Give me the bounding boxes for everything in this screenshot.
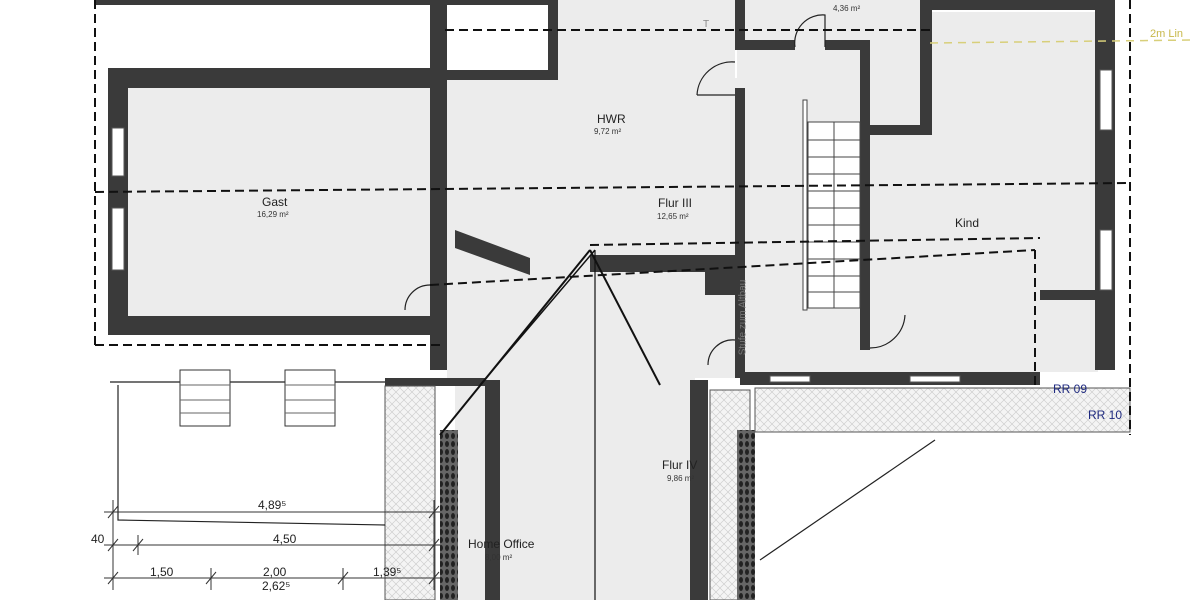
dimension-lines: [104, 500, 440, 590]
dimension-262: 2,62⁵: [262, 579, 291, 593]
doors[interactable]: [404, 14, 906, 366]
room-name-flur-3: Flur III: [658, 196, 693, 210]
roof-lines: [94, 0, 1196, 600]
room-name-home-office: Home Office: [468, 537, 535, 551]
dimension-total: 4,89⁵: [258, 498, 287, 512]
room-name-hwr: HWR: [597, 112, 626, 126]
hatched-zones: [384, 385, 1131, 600]
balcony: [110, 369, 386, 526]
rr10-label: RR 10: [1088, 408, 1123, 422]
t-mark: T: [703, 19, 710, 30]
room-area-flur-4: 9,86 m²: [667, 474, 695, 483]
dimension-450: 4,50: [273, 532, 297, 546]
dimension-150: 1,50: [150, 565, 174, 579]
room-area-small: 4,36 m²: [833, 4, 861, 13]
rr09-label: RR 09: [1053, 382, 1088, 396]
dimension-139: 1,39⁵: [373, 565, 402, 579]
room-area-home-office: 8,00 m²: [485, 553, 513, 562]
dimension-40: 40: [91, 532, 105, 546]
room-area-flur-3: 12,65 m²: [657, 212, 689, 221]
room-name-gast: Gast: [262, 195, 288, 209]
line-label: 2m Lin: [1150, 28, 1184, 40]
step-label: Stufe zum Altbau: [737, 279, 749, 356]
staircase[interactable]: [802, 99, 861, 311]
windows: [111, 69, 1113, 383]
room-name-flur-4: Flur IV: [662, 458, 698, 472]
room-area-hwr: 9,72 m²: [594, 127, 622, 136]
room-name-kind: Kind: [955, 216, 980, 230]
dimension-200: 2,00: [263, 565, 287, 579]
room-area-gast: 16,29 m²: [257, 210, 289, 219]
